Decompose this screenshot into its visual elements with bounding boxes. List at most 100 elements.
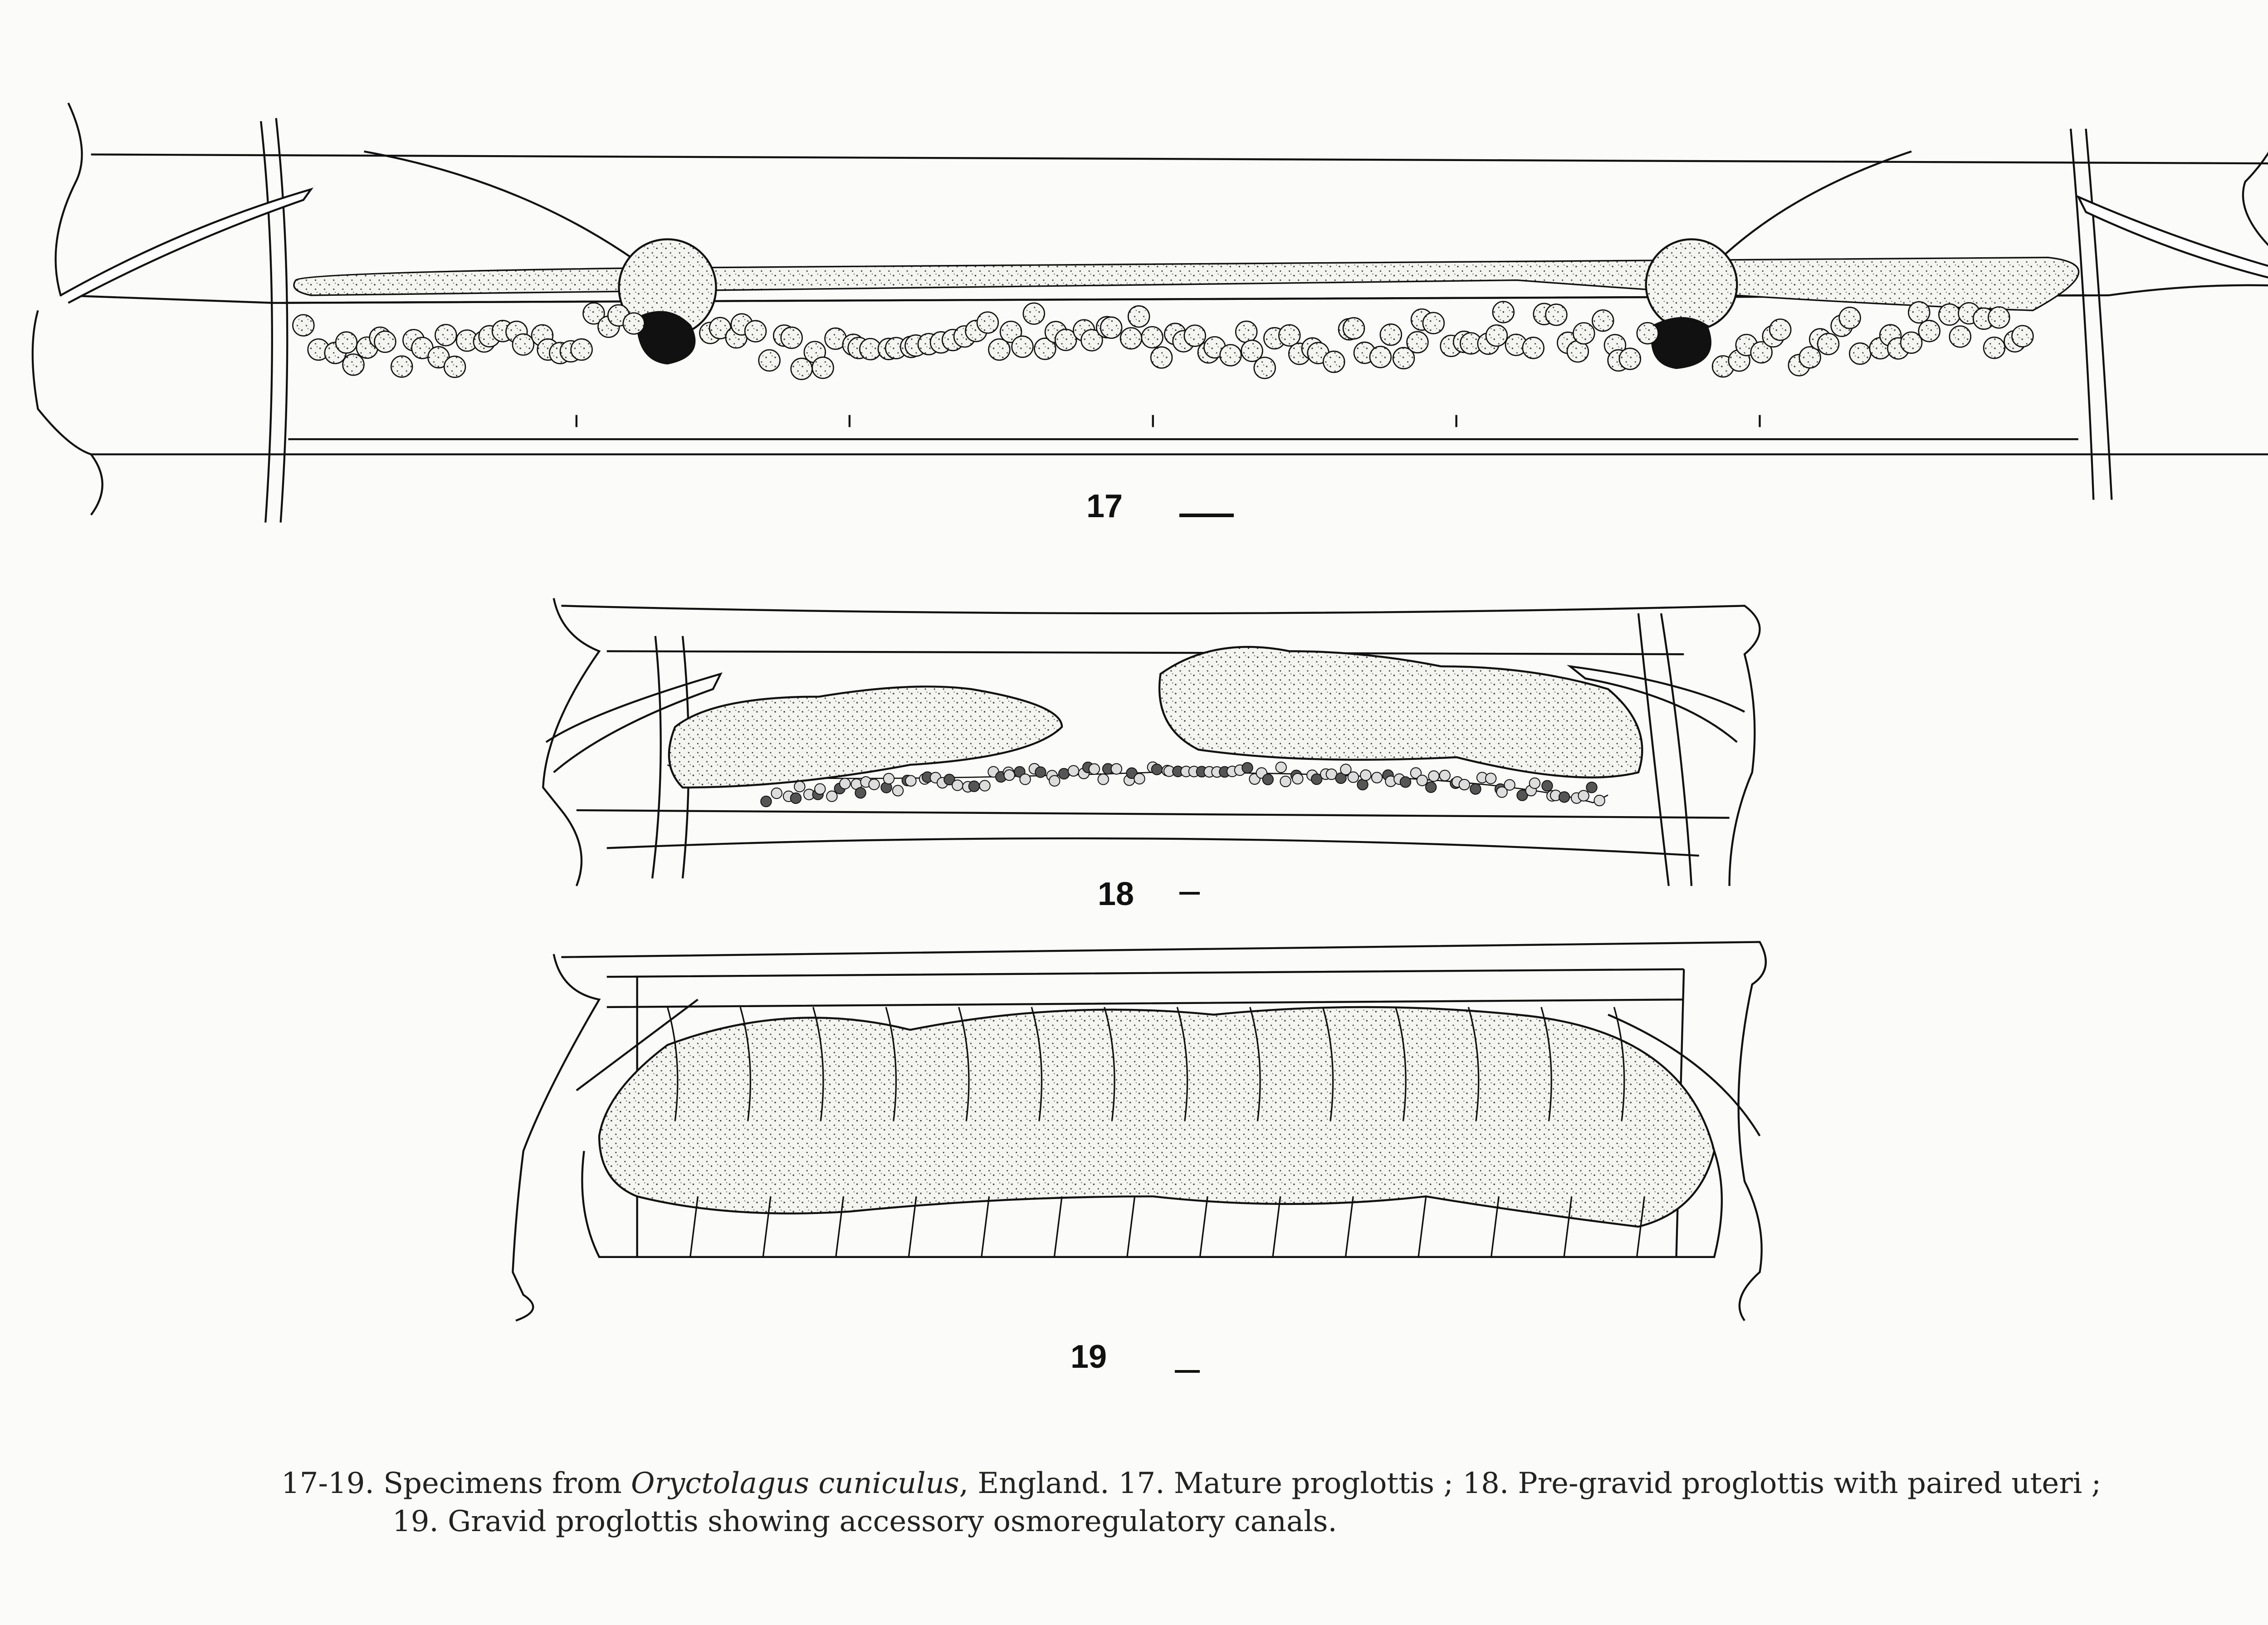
testis <box>1392 347 1415 370</box>
testis <box>1119 327 1143 350</box>
egg <box>1347 771 1359 783</box>
testis <box>1141 326 1163 349</box>
testis <box>811 356 834 379</box>
testis <box>570 338 593 361</box>
testis <box>2011 325 2034 348</box>
osmoregulatory-canal <box>1031 1007 1063 1257</box>
osmoregulatory-canal <box>812 1007 845 1257</box>
testis <box>1369 346 1392 368</box>
figure-label-18: 18 <box>1098 876 1134 912</box>
testis <box>999 320 1022 343</box>
testis <box>582 302 605 325</box>
testis <box>1900 331 1923 354</box>
egg <box>979 780 991 792</box>
testis <box>1080 329 1103 352</box>
egg <box>1262 773 1274 785</box>
egg <box>868 778 880 790</box>
testis <box>1545 303 1568 326</box>
egg <box>771 787 782 799</box>
egg <box>1410 767 1422 779</box>
scale-bar-18 <box>1179 892 1200 895</box>
osmoregulatory-canal <box>666 1007 699 1257</box>
testis <box>1949 325 1972 348</box>
testis <box>1799 346 1821 369</box>
testis <box>1379 323 1403 346</box>
testis <box>1908 301 1931 324</box>
testis <box>622 312 645 335</box>
testis <box>780 326 803 349</box>
egg <box>1458 778 1470 791</box>
scale-bar-17 <box>1179 514 1234 517</box>
testis <box>1406 331 1429 354</box>
egg <box>1485 773 1497 784</box>
osmoregulatory-canal <box>1540 1007 1573 1257</box>
testis <box>1054 328 1077 351</box>
egg <box>1275 761 1287 773</box>
testis <box>1636 322 1659 345</box>
egg <box>1529 777 1541 789</box>
testis <box>1100 316 1123 339</box>
egg <box>1292 773 1304 785</box>
figure-caption: 17-19. Specimens from Oryctolagus cunicu… <box>281 1464 2101 1541</box>
caption-line1: , England. 17. Mature proglottis ; 18. P… <box>959 1467 2102 1500</box>
figure-18-proglottis <box>542 598 1761 886</box>
osmoregulatory-canal <box>1176 1007 1208 1257</box>
testis <box>374 330 396 353</box>
egg <box>1151 764 1163 775</box>
egg <box>1504 779 1515 791</box>
egg <box>1003 769 1015 781</box>
testis <box>512 333 535 356</box>
egg <box>1088 763 1100 775</box>
testis <box>1838 307 1861 329</box>
scale-bar-19 <box>1175 1370 1200 1373</box>
egg <box>1058 768 1070 780</box>
testis <box>744 320 767 343</box>
egg <box>1049 775 1061 787</box>
egg <box>883 773 895 785</box>
testis <box>1034 338 1056 360</box>
egg <box>1578 790 1589 802</box>
testis <box>1342 317 1365 340</box>
caption-prefix: 17-19. Specimens from <box>281 1467 631 1500</box>
testis <box>1183 324 1206 347</box>
osmoregulatory-canal <box>1467 1007 1500 1257</box>
testis <box>335 331 358 354</box>
egg <box>1340 764 1352 775</box>
egg <box>892 785 904 797</box>
egg <box>1586 781 1598 793</box>
egg <box>1110 763 1123 775</box>
testis <box>1769 318 1792 341</box>
testis <box>390 355 413 378</box>
egg <box>1335 772 1347 784</box>
testis <box>1322 350 1345 373</box>
testis <box>1422 312 1445 334</box>
testis <box>1022 302 1046 325</box>
egg <box>1280 775 1291 788</box>
egg <box>1134 773 1145 785</box>
testis <box>758 349 781 372</box>
testis <box>1592 309 1614 332</box>
egg <box>794 781 806 793</box>
figure-label-17: 17 <box>1086 488 1123 524</box>
testis <box>1938 303 1961 326</box>
egg <box>1558 791 1570 803</box>
egg <box>1541 780 1553 792</box>
egg <box>968 780 980 792</box>
testis <box>1235 320 1258 343</box>
testis <box>1127 305 1150 328</box>
testis <box>1253 357 1276 379</box>
testis <box>443 355 466 378</box>
egg <box>1126 767 1138 779</box>
osmoregulatory-canal <box>1249 1007 1281 1257</box>
testis <box>292 314 315 337</box>
egg <box>1516 789 1528 801</box>
egg <box>1019 773 1031 785</box>
egg <box>760 795 772 808</box>
testis <box>1849 342 1872 365</box>
osmoregulatory-canal <box>1395 1007 1427 1257</box>
osmoregulatory-canal <box>1104 1007 1136 1257</box>
egg <box>1496 786 1508 798</box>
testis <box>1983 336 2006 359</box>
egg <box>826 790 838 802</box>
egg <box>1067 765 1080 777</box>
